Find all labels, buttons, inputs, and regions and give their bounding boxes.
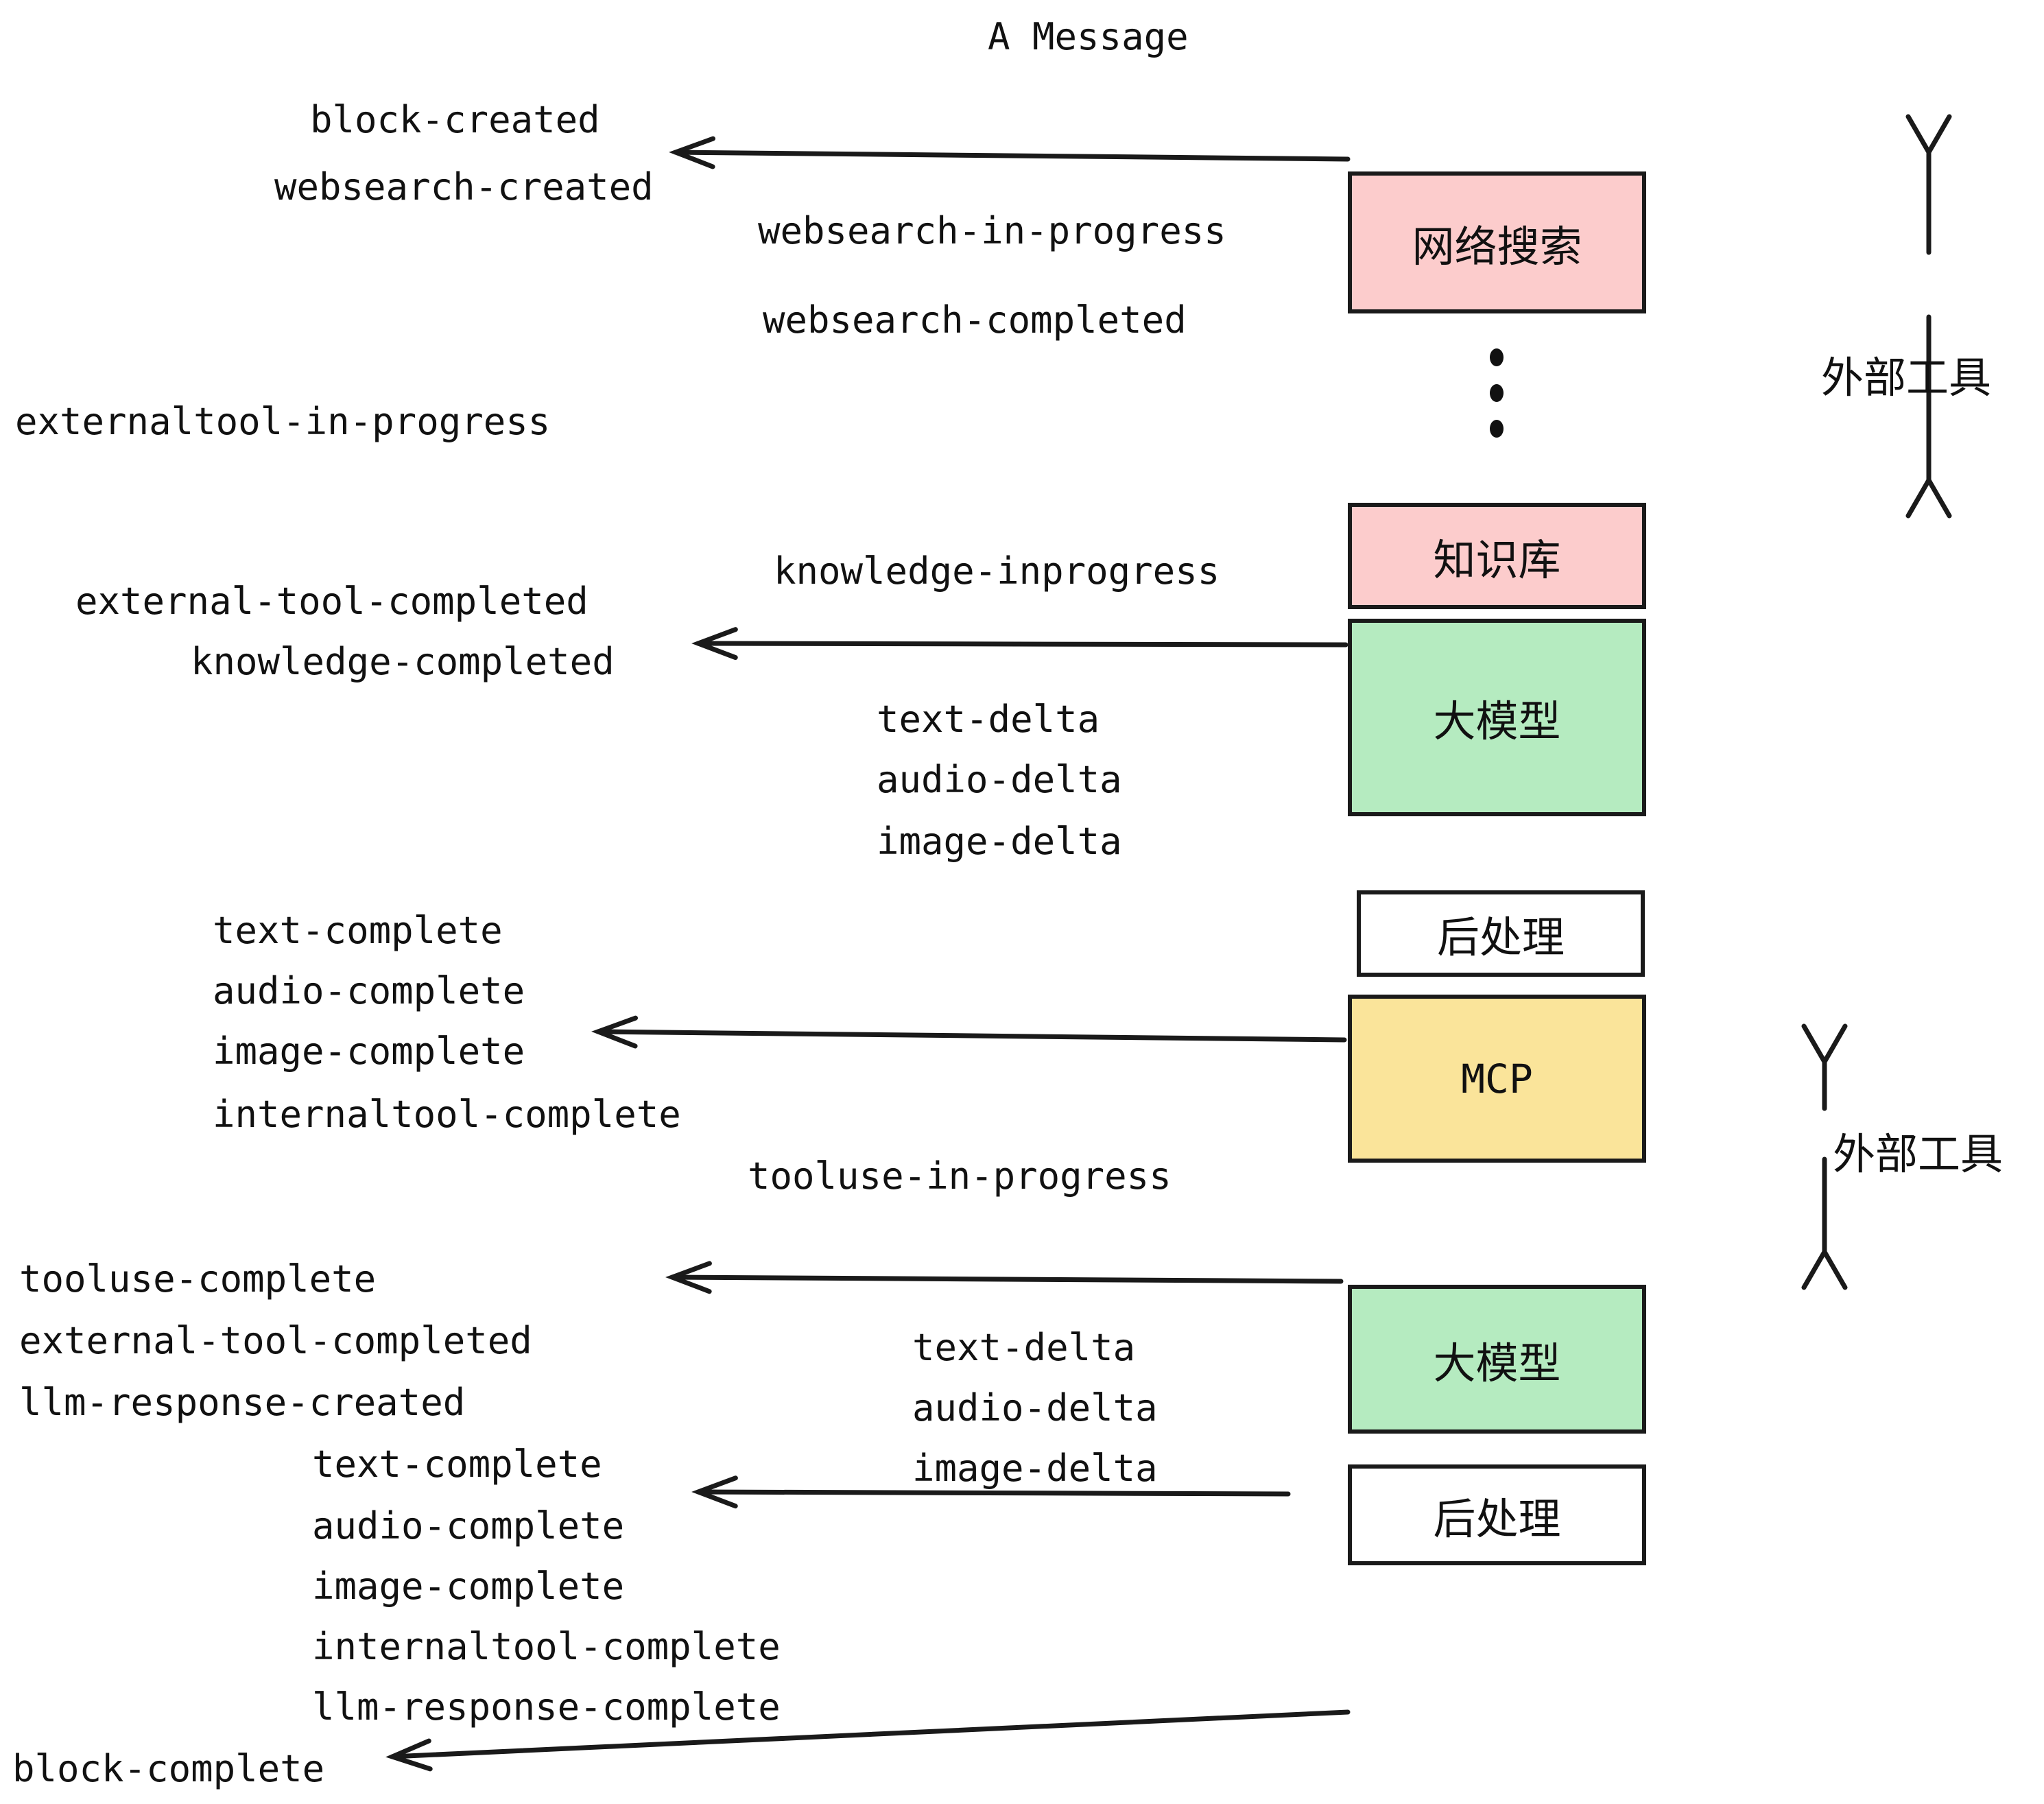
ellipsis-dot [1490,384,1504,402]
arrow-head [591,1015,639,1049]
ev-image-delta-1: image-delta [877,820,1122,863]
external-tools-bottom-label: 外部工具 [1833,1129,2004,1179]
arrow-knowledge [691,627,1348,661]
ev-audio-delta-2: audio-delta [912,1386,1158,1429]
ev-llm-response-created: llm-response-created [19,1381,466,1424]
ev-image-delta-2: image-delta [912,1447,1158,1490]
ev-internaltool-complete-1: internaltool-complete [213,1093,681,1136]
arrow-tooluse-complete [665,1261,1344,1294]
arrow-head [669,136,715,169]
ev-block-complete: block-complete [12,1747,325,1790]
ev-websearch-created: websearch-created [274,165,654,209]
ev-text-delta-1: text-delta [877,698,1100,741]
box-llm-2: 大模型 [1348,1285,1646,1434]
page-title: A Message [988,15,1189,58]
ev-websearch-in-progress: websearch-in-progress [758,209,1226,252]
box-llm-1: 大模型 [1348,619,1646,816]
ev-block-created: block-created [310,98,600,141]
ev-llm-response-complete: llm-response-complete [312,1685,781,1729]
ev-external-tool-completed-1: external-tool-completed [75,580,589,623]
ev-audio-complete-2: audio-complete [312,1504,625,1547]
box-mcp: MCP [1348,995,1646,1163]
ev-text-complete-1: text-complete [213,909,503,952]
arrow-head [691,627,738,661]
ev-audio-delta-1: audio-delta [877,758,1122,801]
box-knowledge: 知识库 [1348,503,1646,609]
ev-external-tool-completed-2: external-tool-completed [19,1319,532,1362]
arrow-head-down [1801,1246,1848,1290]
box-postprocess-1: 后处理 [1357,890,1645,977]
ev-image-complete-1: image-complete [213,1030,525,1073]
arrow-image-complete [591,1015,1347,1049]
ev-knowledge-inprogress: knowledge-inprogress [774,549,1220,593]
arrow-head-up [1905,114,1952,158]
arrow-block-created [669,136,1351,169]
external-tools-top-label: 外部工具 [1821,353,1992,403]
ev-knowledge-completed: knowledge-completed [191,640,615,683]
ev-audio-complete-1: audio-complete [213,969,525,1012]
arrow-head [691,1475,738,1509]
ev-text-delta-2: text-delta [912,1326,1136,1369]
scope-external-tools-top [1905,114,1952,519]
arrow-head-down [1905,475,1952,519]
box-postprocess-2: 后处理 [1348,1464,1646,1565]
arrow-head-up [1801,1023,1848,1067]
ev-tooluse-in-progress: tooluse-in-progress [748,1154,1172,1198]
ev-externaltool-in-progress: externaltool-in-progress [15,400,551,443]
ev-tooluse-complete: tooluse-complete [19,1257,377,1301]
ellipsis-dot [1490,420,1504,438]
box-websearch: 网络搜索 [1348,171,1646,313]
arrow-head [385,1738,433,1772]
arrow-head [665,1261,712,1294]
ev-internaltool-complete-2: internaltool-complete [312,1625,781,1668]
ev-image-complete-2: image-complete [312,1565,625,1608]
ellipsis-dot [1490,348,1504,366]
ev-text-complete-2: text-complete [312,1443,602,1486]
ev-websearch-completed: websearch-completed [763,298,1187,342]
